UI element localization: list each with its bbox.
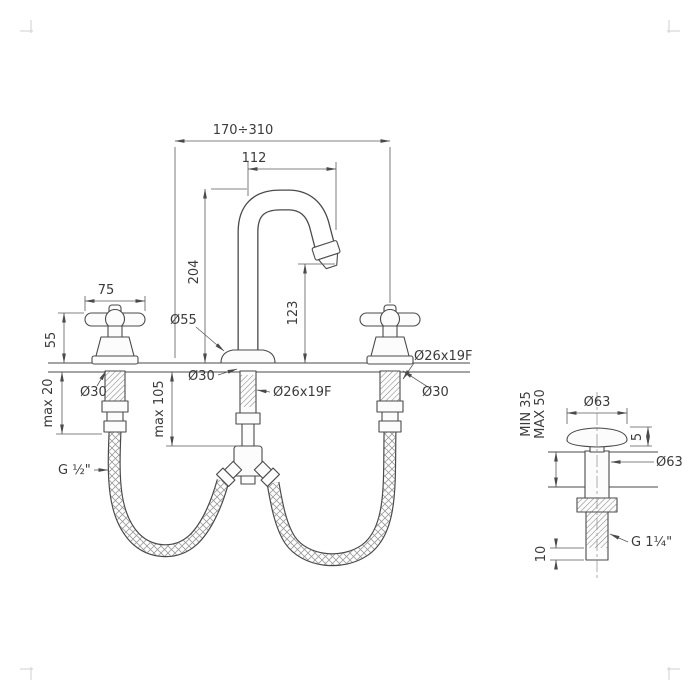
dim-handle-height: 55 xyxy=(44,312,84,364)
dim-cap-height-label: 5 xyxy=(630,433,645,441)
faucet-drawing: 170÷310 112 204 123 xyxy=(41,123,473,567)
dim-hole-spout-label: Ø30 xyxy=(188,369,215,384)
right-handle xyxy=(359,304,421,433)
dim-body-diameter: Ø63 xyxy=(610,455,683,470)
dim-under-deck-handle: max 20 xyxy=(41,371,102,435)
dim-tail-end: 10 xyxy=(534,538,584,570)
right-flexible-hose xyxy=(266,431,397,567)
dim-outlet-height: 123 xyxy=(286,263,335,364)
dim-cap-diameter-label: Ø63 xyxy=(584,395,611,410)
dim-hole-right: Ø30 xyxy=(402,370,449,400)
dim-handle-height-label: 55 xyxy=(44,332,59,349)
dim-spout-height-label: 204 xyxy=(187,260,202,285)
dim-spread-label: 170÷310 xyxy=(213,123,274,138)
dim-base-diameter: Ø55 xyxy=(170,313,225,352)
tee-port-left xyxy=(216,460,243,487)
dim-tail-thread: G 1¼" xyxy=(609,533,672,550)
dim-deck-min-label: MIN 35 xyxy=(519,391,534,436)
spout-base-flange xyxy=(220,349,276,364)
dim-spread: 170÷310 xyxy=(174,123,391,358)
dim-hole-spout: Ø30 xyxy=(188,368,238,384)
dim-spout-height: 204 xyxy=(187,188,247,364)
dim-thread-handle: Ø26x19F xyxy=(402,349,473,380)
corner-marks xyxy=(20,20,680,680)
dim-cap-height: 5 xyxy=(630,426,652,447)
dim-thread-spout-label: Ø26x19F xyxy=(273,385,332,400)
drain-dimensions: Ø63 5 MIN 35 MAX 50 Ø63 xyxy=(519,389,683,570)
tee-port-right xyxy=(253,460,280,487)
spout-nozzle xyxy=(311,240,341,270)
dim-deck-range: MIN 35 MAX 50 xyxy=(519,389,558,488)
dim-body-diameter-label: Ø63 xyxy=(656,455,683,470)
dim-deck-max-label: MAX 50 xyxy=(533,389,548,439)
dim-outlet-height-label: 123 xyxy=(286,301,301,326)
dim-under-deck-spout-label: max 105 xyxy=(152,380,167,437)
dim-base-diameter-label: Ø55 xyxy=(170,313,197,328)
left-flexible-hose xyxy=(107,431,230,558)
dim-reach-label: 112 xyxy=(242,151,267,166)
dim-handle-width: 75 xyxy=(84,283,146,311)
dim-under-deck-handle-label: max 20 xyxy=(41,379,56,428)
dim-cap-diameter: Ø63 xyxy=(566,395,628,424)
dim-thread-spout: Ø26x19F xyxy=(256,385,332,400)
dim-hole-left-label: Ø30 xyxy=(80,385,107,400)
left-handle xyxy=(84,304,146,433)
dim-handle-width-label: 75 xyxy=(98,283,115,298)
dim-reach: 112 xyxy=(242,151,337,230)
dim-tail-end-label: 10 xyxy=(534,546,549,563)
dim-hole-right-label: Ø30 xyxy=(422,385,449,400)
spout xyxy=(216,189,341,487)
dim-hose-thread: G ½" xyxy=(58,463,109,478)
drain-detail: Ø63 5 MIN 35 MAX 50 Ø63 xyxy=(519,389,683,578)
dim-under-deck-spout: max 105 xyxy=(152,371,239,447)
dim-thread-handle-label: Ø26x19F xyxy=(414,349,473,364)
dim-hole-left: Ø30 xyxy=(80,370,107,400)
dimensions: 170÷310 112 204 123 xyxy=(41,123,473,478)
dim-tail-thread-label: G 1¼" xyxy=(631,535,672,550)
dim-hose-thread-label: G ½" xyxy=(58,463,91,478)
